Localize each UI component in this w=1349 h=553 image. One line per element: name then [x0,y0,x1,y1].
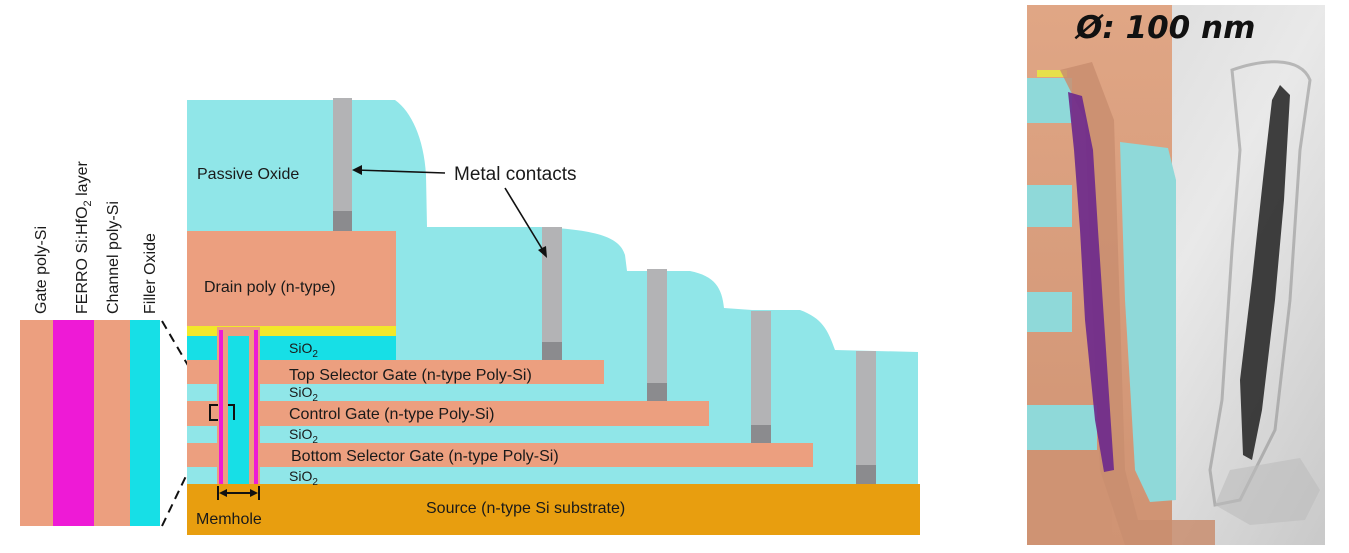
label-sio2-3: SiO2 [289,426,318,446]
memhole-dimension-arrow [217,486,260,500]
source-substrate [187,484,920,535]
label-sio2-2: SiO2 [289,384,318,404]
control-gate-layer [187,401,709,426]
tem-oxide-band-3 [1027,292,1072,332]
memhole-pillar [217,327,260,484]
device-cross-section: Passive Oxide Metal contacts Drain poly … [187,98,920,535]
tem-oxide-band-4 [1027,405,1097,450]
tem-ferro-layer [1068,92,1114,472]
tem-dark-channel [1240,85,1290,460]
drain-poly-layer [187,231,396,327]
layer-legend: Gate poly-Si FERRO Si:HfO2 layer Channel… [20,161,214,527]
metal-contact-5 [856,351,876,484]
label-source: Source (n-type Si substrate) [426,500,625,517]
zoom-marker-box [209,404,235,421]
label-sio2-4: SiO2 [289,468,318,488]
label-memhole: Memhole [196,511,262,528]
label-sio2-1: SiO2 [289,340,318,360]
legend-label-channel-poly: Channel poly-Si [105,201,122,314]
legend-channel-poly-swatch [94,320,130,526]
label-drain: Drain poly (n-type) [204,279,336,296]
tem-micrograph: Ø: 100 nm [1027,5,1325,545]
tem-oxide-band-2 [1027,185,1072,227]
legend-gate-poly-swatch [20,320,53,526]
metal-contact-2 [542,227,562,360]
tem-diameter-label: Ø: 100 nm [1074,10,1255,46]
metal-contact-1 [333,98,352,231]
legend-label-filler-oxide: Filler Oxide [142,233,159,314]
metal-contact-4 [751,311,771,443]
tem-filler-oxide [1120,142,1176,502]
tem-oxide-band-1 [1027,78,1072,123]
legend-label-gate-poly: Gate poly-Si [33,226,50,314]
label-control-gate: Control Gate (n-type Poly-Si) [289,406,494,423]
legend-ferro-swatch [53,320,94,526]
label-metal-contacts: Metal contacts [454,164,577,185]
label-passive-oxide: Passive Oxide [197,166,299,183]
label-bottom-selector-gate: Bottom Selector Gate (n-type Poly-Si) [291,448,559,465]
legend-label-ferro: FERRO Si:HfO2 layer [74,161,94,314]
metal-contact-3 [647,269,667,401]
bottom-selector-gate-layer [187,443,813,467]
metal-contacts-arrows [352,165,547,258]
label-top-selector-gate: Top Selector Gate (n-type Poly-Si) [289,367,532,384]
drain-liner [187,326,396,336]
legend-filler-oxide-swatch [130,320,160,526]
